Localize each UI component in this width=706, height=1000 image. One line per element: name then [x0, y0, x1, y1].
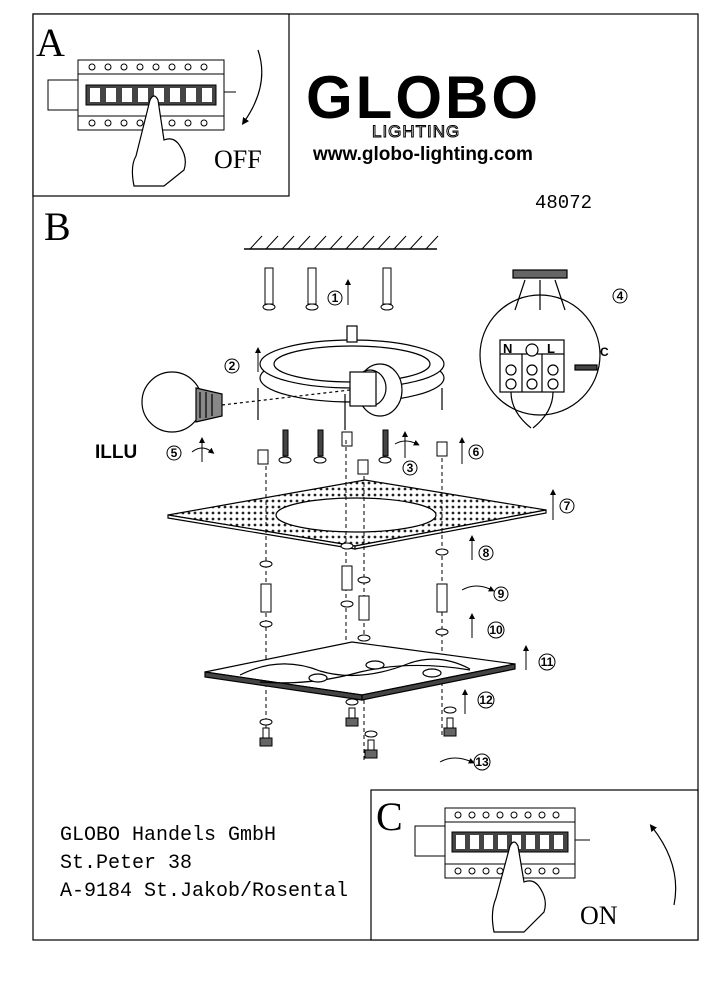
step-marker-2: 2 — [224, 358, 240, 374]
rotate-down-arrow-icon — [241, 49, 263, 125]
wall-plug-icons — [262, 267, 394, 311]
panel-a: A OFF — [32, 13, 290, 197]
step-marker-3: 3 — [402, 460, 418, 476]
wiring-detail — [479, 269, 601, 429]
svg-text:8: 8 — [483, 546, 490, 560]
step-marker-4: 4 — [612, 288, 628, 304]
light-bulb-icon — [141, 371, 351, 433]
step-marker-8: 8 — [478, 545, 494, 561]
brand-block: GLOBO LIGHTING www.globo-lighting.com — [306, 64, 541, 165]
fixing-screws-12 — [259, 698, 457, 759]
illu-label: ILLU — [95, 442, 137, 463]
step-marker-6: 6 — [468, 444, 484, 460]
brand-url: www.globo-lighting.com — [312, 144, 533, 165]
svg-text:11: 11 — [541, 655, 554, 669]
panel-c: C ON — [370, 789, 699, 941]
svg-text:2: 2 — [229, 359, 236, 373]
brand-sub: LIGHTING — [372, 122, 460, 141]
rotate-arrow-icon-9 — [461, 585, 495, 592]
hand-icon-a — [131, 95, 186, 187]
panel-b-letter: B — [44, 204, 71, 249]
svg-text:12: 12 — [479, 693, 493, 707]
svg-text:6: 6 — [473, 445, 480, 459]
company-line-2: St.Peter 38 — [60, 852, 192, 875]
screw-set-3 — [278, 429, 392, 464]
outer-frame — [32, 13, 699, 941]
ceiling-icon — [244, 235, 439, 250]
step-marker-1: 1 — [327, 290, 343, 306]
step-marker-9: 9 — [493, 586, 509, 602]
svg-text:9: 9 — [498, 587, 505, 601]
hand-icon-c — [491, 841, 546, 933]
lamp-socket-icon — [349, 363, 403, 417]
step-marker-13: 13 — [473, 753, 491, 771]
svg-text:4: 4 — [617, 289, 624, 303]
panel-c-letter: C — [376, 794, 403, 839]
glass-plate-11 — [204, 641, 516, 701]
spacer-rods-9 — [259, 542, 449, 642]
company-line-3: A-9184 St.Jakob/Rosental — [60, 880, 348, 903]
article-number: 48072 — [535, 192, 592, 214]
wire-label-l: L — [547, 341, 555, 356]
step-marker-7: 7 — [559, 498, 575, 514]
company-address: GLOBO Handels GmbH St.Peter 38 A-9184 St… — [60, 824, 348, 903]
panel-a-letter: A — [36, 20, 65, 65]
spacer-caps-6 — [257, 431, 448, 475]
brand-logo: GLOBO — [306, 64, 541, 131]
svg-text:5: 5 — [171, 446, 178, 460]
svg-text:10: 10 — [489, 623, 503, 637]
svg-text:13: 13 — [475, 755, 489, 769]
rotate-arrow-icon-13 — [439, 757, 475, 764]
svg-text:1: 1 — [332, 291, 339, 305]
wire-label-c: C — [600, 345, 609, 359]
step-marker-12: 12 — [477, 691, 495, 709]
step-marker-5: 5 — [166, 445, 182, 461]
panel-a-off-label: OFF — [214, 145, 262, 174]
breaker-box-c — [414, 807, 590, 879]
rotate-up-arrow-icon — [649, 824, 677, 906]
wire-label-n: N — [503, 341, 512, 356]
step-markers: 1 2 3 4 5 6 7 8 9 10 11 12 13 — [166, 288, 628, 771]
company-line-1: GLOBO Handels GmbH — [60, 824, 276, 847]
step-marker-11: 11 — [538, 653, 556, 671]
crystal-plate-7 — [167, 479, 547, 550]
svg-text:3: 3 — [407, 461, 414, 475]
step-marker-10: 10 — [487, 621, 505, 639]
svg-text:7: 7 — [564, 499, 571, 513]
panel-c-on-label: ON — [580, 901, 618, 930]
rotate-arrow-icon-3 — [394, 439, 420, 446]
